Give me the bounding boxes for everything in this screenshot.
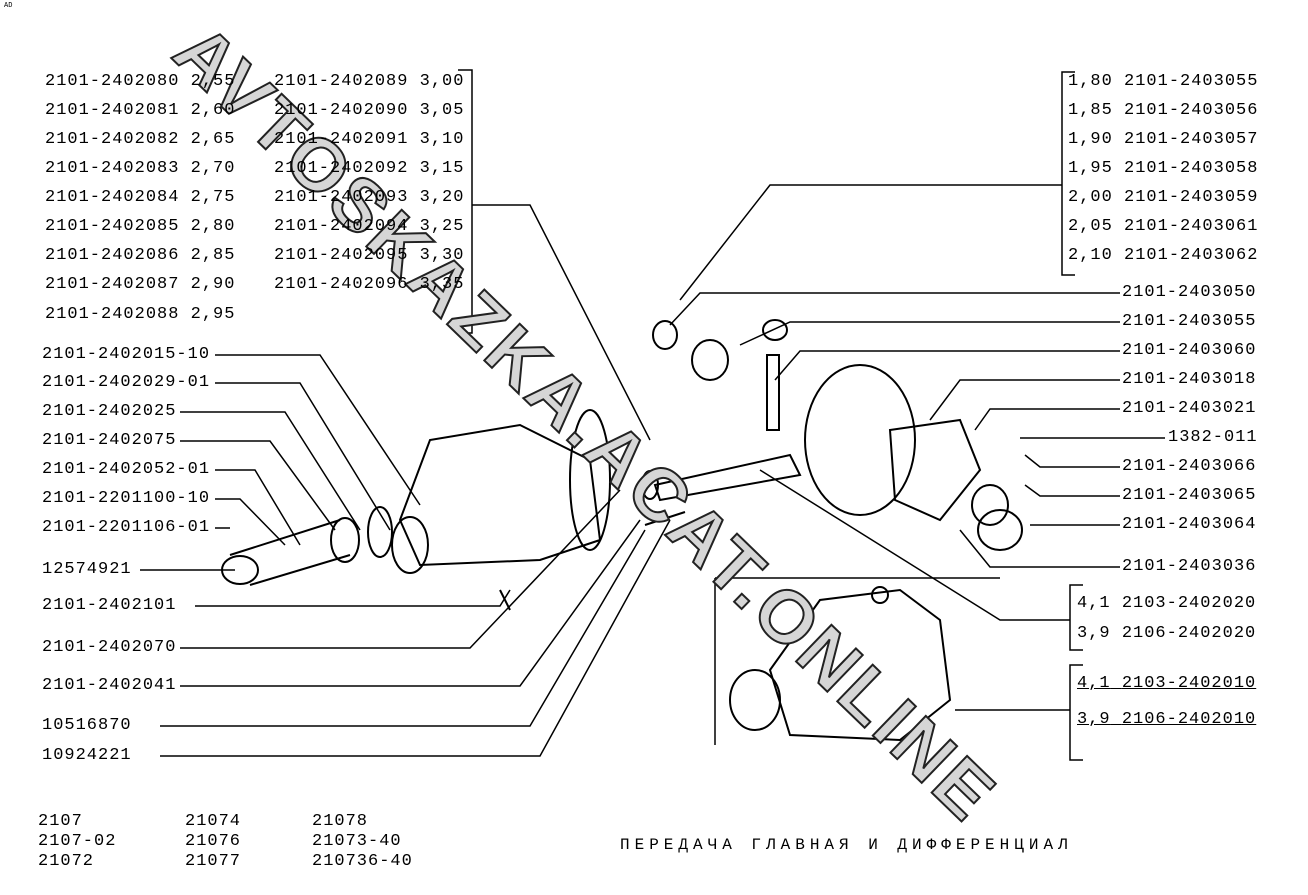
assembly-row: 4,1 2103-2402020 xyxy=(1077,594,1257,613)
assembled-axle xyxy=(729,586,952,742)
shim-table-bracket xyxy=(458,69,473,334)
model: 21078 xyxy=(312,812,369,831)
shim-row: 2101-2402094 3,25 xyxy=(274,217,465,236)
part-label: 10516870 xyxy=(42,716,132,735)
washer-row: 2,10 2101-2403062 xyxy=(1068,246,1259,265)
shim-row: 2101-2402092 3,15 xyxy=(274,159,465,178)
shim-row: 2101-2402081 2,60 xyxy=(45,101,236,120)
model: 21077 xyxy=(185,852,242,871)
washer-row: 1,90 2101-2403057 xyxy=(1068,130,1259,149)
shim-row: 2101-2402086 2,85 xyxy=(45,246,236,265)
model: 21074 xyxy=(185,812,242,831)
washer-leader xyxy=(679,184,1062,301)
part-label: 2101-2403018 xyxy=(1122,370,1257,389)
part-label: 2101-2201100-10 xyxy=(42,489,211,508)
part-label: 2101-2403064 xyxy=(1122,515,1257,534)
shim-row: 2101-2402087 2,90 xyxy=(45,275,236,294)
washer-row: 1,80 2101-2403055 xyxy=(1068,72,1259,91)
shim-row: 2101-2402084 2,75 xyxy=(45,188,236,207)
part-label: 2101-2403021 xyxy=(1122,399,1257,418)
washer-table-bracket xyxy=(1061,71,1075,276)
assembly-leader-1 xyxy=(759,469,1070,621)
part-label: 2101-2201106-01 xyxy=(42,518,211,537)
right-leader-lines xyxy=(669,292,1165,568)
part-label: 2101-2402070 xyxy=(42,638,177,657)
part-label: 1382-011 xyxy=(1168,428,1258,447)
shim-leader xyxy=(472,204,651,441)
washer-row: 2,05 2101-2403061 xyxy=(1068,217,1259,236)
assembly-bracket-1 xyxy=(1069,584,1083,651)
part-label: 2101-2402101 xyxy=(42,596,177,615)
part-label: 2101-2402025 xyxy=(42,402,177,421)
shim-row: 2101-2402096 3,35 xyxy=(274,275,465,294)
part-label: 2101-2403065 xyxy=(1122,486,1257,505)
part-label: 2101-2403066 xyxy=(1122,457,1257,476)
part-label: 2101-2403036 xyxy=(1122,557,1257,576)
part-label: 2101-2403060 xyxy=(1122,341,1257,360)
corner-mark: AD xyxy=(4,2,13,10)
part-label: 2101-2402075 xyxy=(42,431,177,450)
assembly-row: 3,9 2106-2402010 xyxy=(1077,710,1257,729)
shim-row: 2101-2402088 2,95 xyxy=(45,305,236,324)
drive-pinion xyxy=(221,506,393,586)
part-label: 2101-2402041 xyxy=(42,676,177,695)
model: 210736-40 xyxy=(312,852,413,871)
shim-row: 2101-2402095 3,30 xyxy=(274,246,465,265)
assembly-frame xyxy=(714,577,1000,745)
shim-row: 2101-2402085 2,80 xyxy=(45,217,236,236)
part-label: 10924221 xyxy=(42,746,132,765)
part-label: 2101-2402015-10 xyxy=(42,345,211,364)
left-leader-lines xyxy=(140,354,671,757)
model: 21073-40 xyxy=(312,832,402,851)
part-label: 2101-2402029-01 xyxy=(42,373,211,392)
shim-row: 2101-2402093 3,20 xyxy=(274,188,465,207)
shim-row: 2101-2402091 3,10 xyxy=(274,130,465,149)
part-label: 12574921 xyxy=(42,560,132,579)
shim-row: 2101-2402090 3,05 xyxy=(274,101,465,120)
shim-row: 2101-2402089 3,00 xyxy=(274,72,465,91)
model: 21076 xyxy=(185,832,242,851)
diagram-title: ПЕРЕДАЧА ГЛАВНАЯ И ДИФФЕРЕНЦИАЛ xyxy=(620,836,1073,854)
shim-row: 2101-2402080 2,55 xyxy=(45,72,236,91)
model: 21072 xyxy=(38,852,95,871)
assembly-row: 4,1 2103-2402010 xyxy=(1077,674,1257,693)
shim-row: 2101-2402082 2,65 xyxy=(45,130,236,149)
model: 2107 xyxy=(38,812,83,831)
washer-row: 1,85 2101-2403056 xyxy=(1068,101,1259,120)
part-label: 2101-2403055 xyxy=(1122,312,1257,331)
gearbox-housing xyxy=(391,409,611,574)
part-label: 2101-2402052-01 xyxy=(42,460,211,479)
model: 2107-02 xyxy=(38,832,117,851)
assembly-bracket-2 xyxy=(955,664,1083,761)
washer-row: 1,95 2101-2403058 xyxy=(1068,159,1259,178)
washer-row: 2,00 2101-2403059 xyxy=(1068,188,1259,207)
shim-row: 2101-2402083 2,70 xyxy=(45,159,236,178)
part-label: 2101-2403050 xyxy=(1122,283,1257,302)
assembly-row: 3,9 2106-2402020 xyxy=(1077,624,1257,643)
differential-parts xyxy=(499,319,1023,611)
